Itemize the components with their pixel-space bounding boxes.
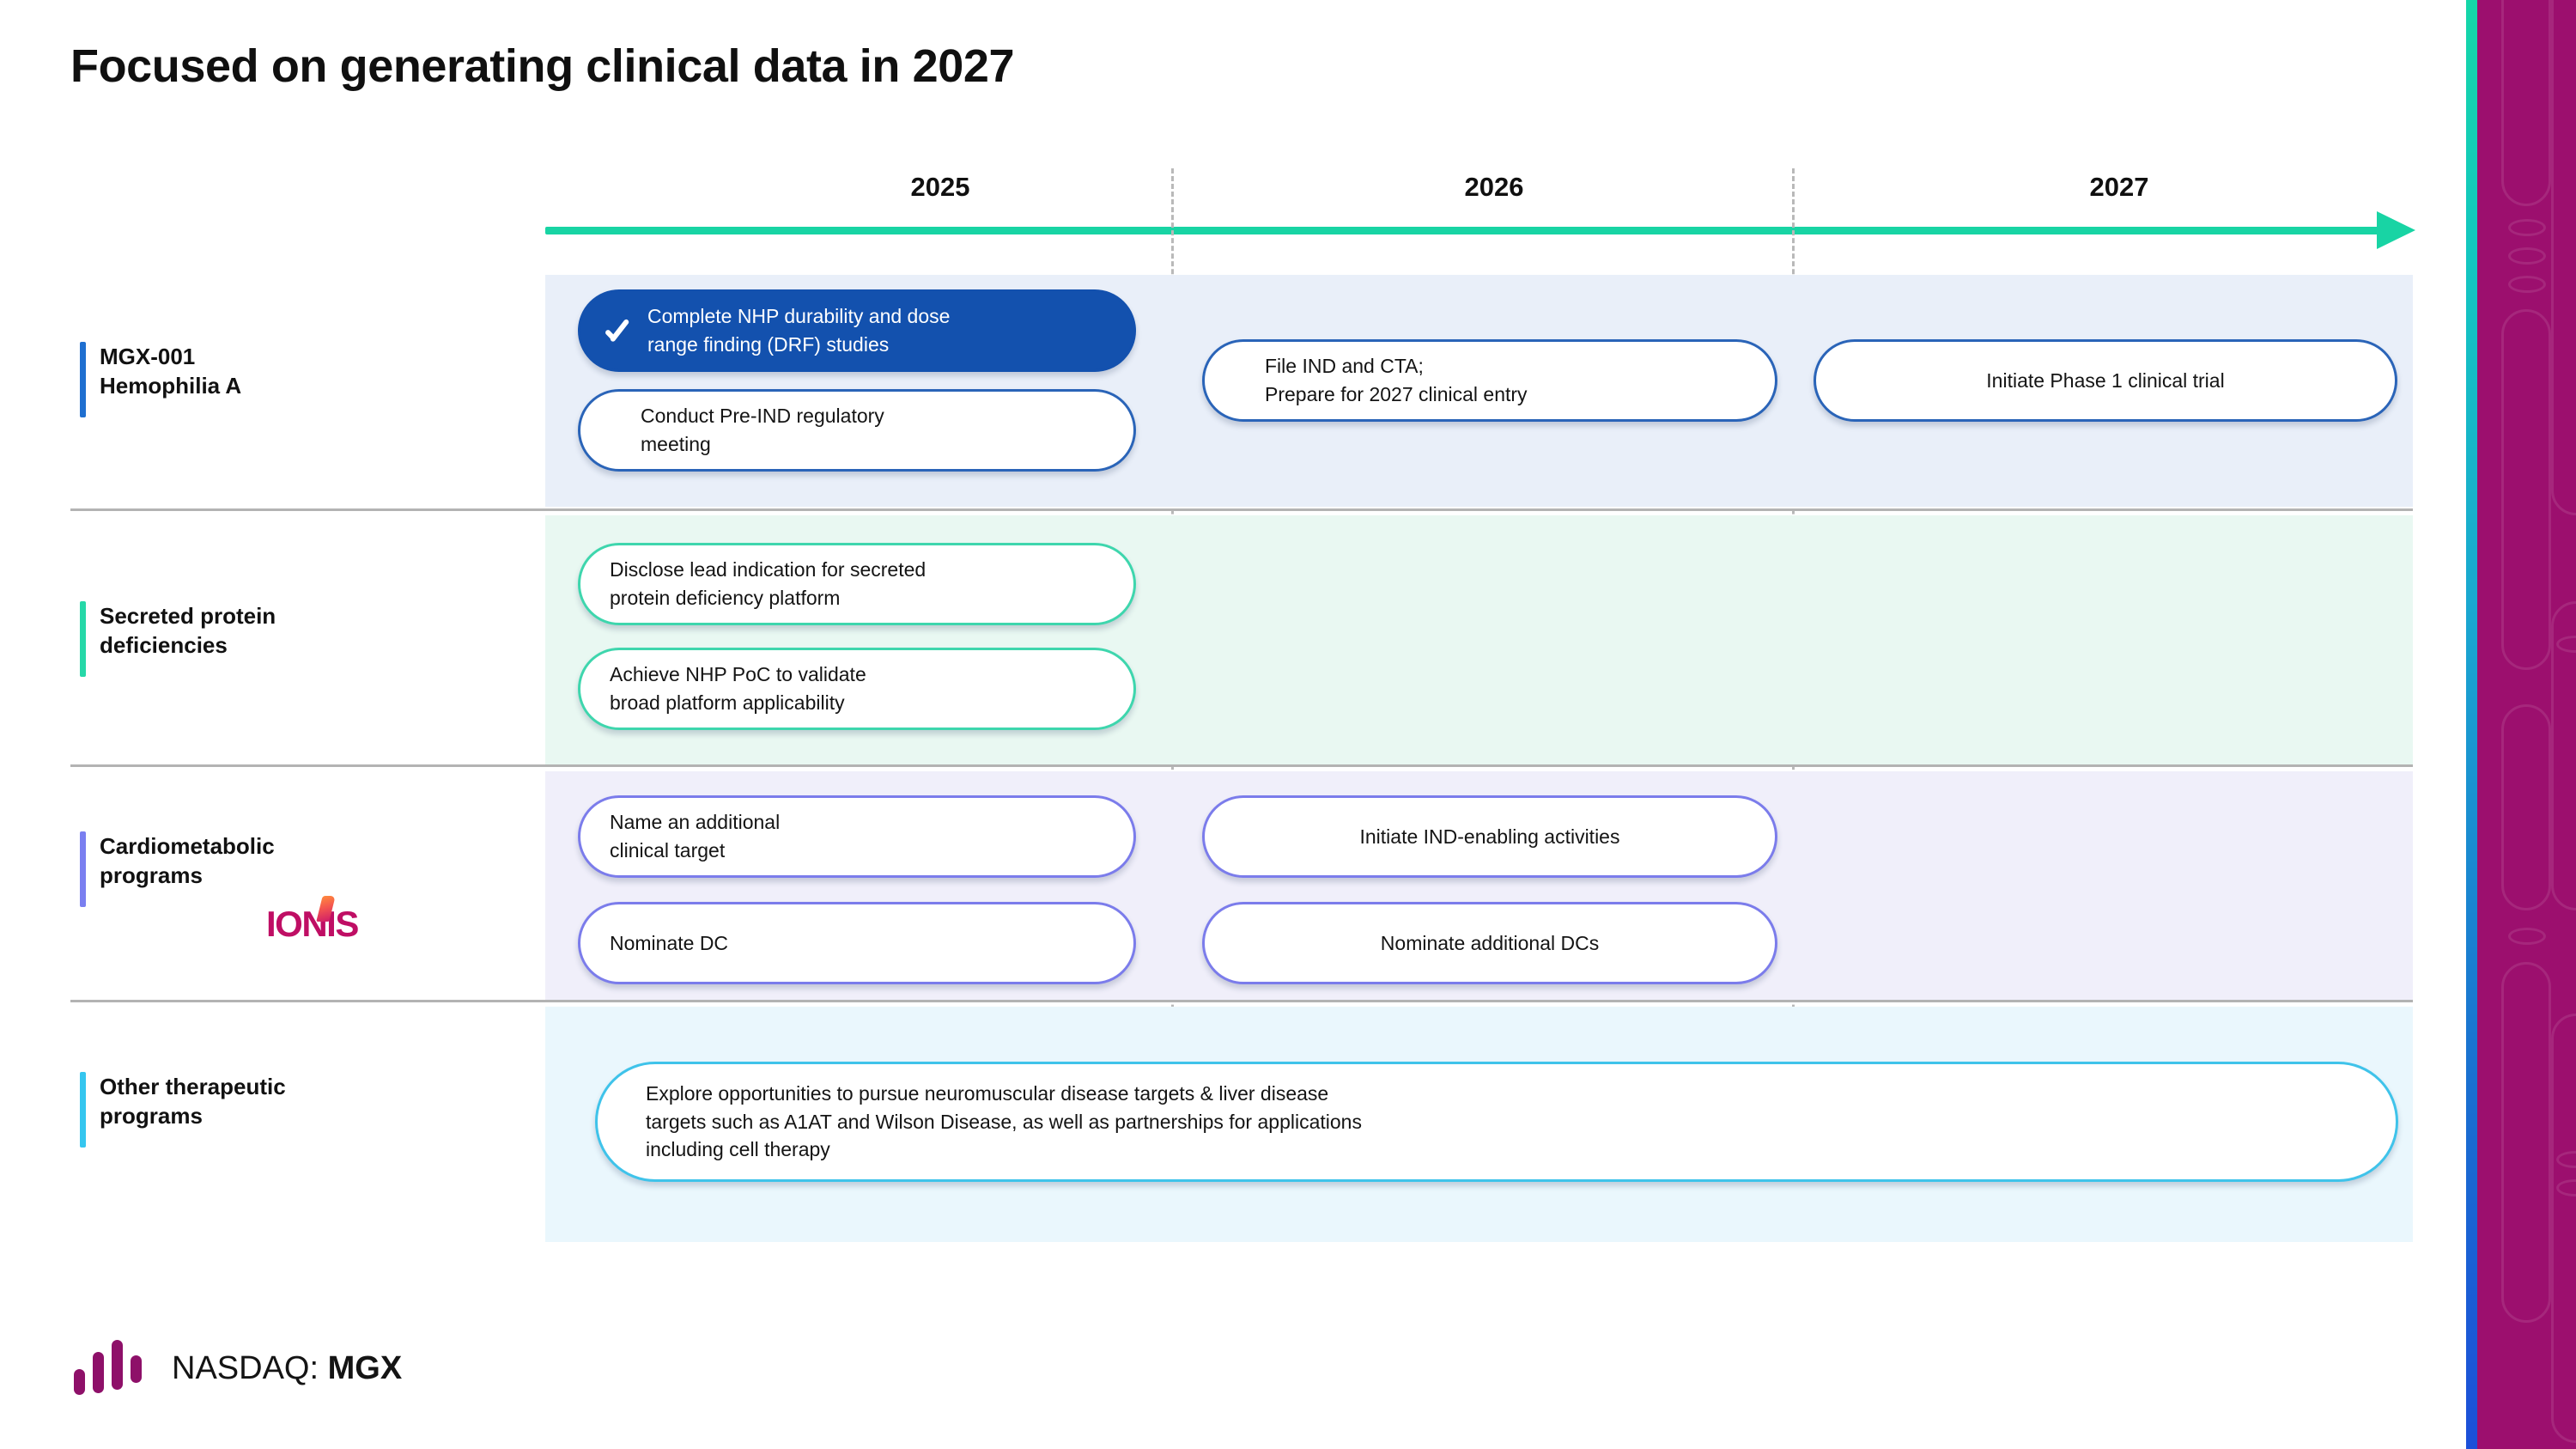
row-accent-bar bbox=[80, 831, 86, 907]
row-label-other-therapeutic-programs: Other therapeutic programs bbox=[80, 1072, 286, 1148]
arrow-right-icon bbox=[2377, 211, 2415, 249]
milestone-pill[interactable]: Achieve NHP PoC to validate broad platfo… bbox=[578, 648, 1136, 730]
edge-gradient-strip bbox=[2466, 0, 2477, 1449]
milestone-text: Achieve NHP PoC to validate broad platfo… bbox=[610, 663, 866, 714]
milestone-text: Complete NHP durability and dose range f… bbox=[647, 305, 951, 356]
milestone-text: Initiate IND-enabling activities bbox=[1359, 825, 1620, 848]
ionis-partner-logo: IONIS bbox=[266, 896, 359, 945]
row-accent-bar bbox=[80, 342, 86, 417]
ionis-logo-text: IONIS bbox=[266, 904, 359, 944]
check-icon bbox=[599, 311, 639, 350]
milestone-pill[interactable]: File IND and CTA; Prepare for 2027 clini… bbox=[1202, 339, 1777, 422]
milestone-pill[interactable]: Complete NHP durability and dose range f… bbox=[578, 289, 1136, 372]
milestone-pill[interactable]: Conduct Pre-IND regulatory meeting bbox=[578, 389, 1136, 472]
ticker-symbol: MGX bbox=[327, 1349, 403, 1386]
milestone-pill[interactable]: Initiate Phase 1 clinical trial bbox=[1814, 339, 2397, 422]
milestone-text: File IND and CTA; Prepare for 2027 clini… bbox=[1265, 355, 1528, 405]
milestone-pill[interactable]: Nominate additional DCs bbox=[1202, 902, 1777, 984]
milestone-pill[interactable]: Disclose lead indication for secreted pr… bbox=[578, 543, 1136, 625]
row-label-text: Secreted protein deficiencies bbox=[100, 603, 276, 659]
footer: NASDAQ: MGX bbox=[74, 1340, 402, 1395]
row-separator-1 bbox=[70, 508, 2413, 511]
nasdaq-bars-icon bbox=[74, 1340, 151, 1395]
row-label-secreted-protein-deficiencies: Secreted protein deficiencies bbox=[80, 601, 276, 677]
milestone-pill[interactable]: Name an additional clinical target bbox=[578, 795, 1136, 878]
milestone-text: Disclose lead indication for secreted pr… bbox=[610, 558, 927, 609]
milestone-text: Name an additional clinical target bbox=[610, 811, 781, 861]
row-separator-2 bbox=[70, 764, 2413, 767]
ticker-label: NASDAQ: MGX bbox=[172, 1350, 402, 1387]
row-accent-bar bbox=[80, 601, 86, 677]
milestone-text: Nominate additional DCs bbox=[1380, 931, 1600, 954]
row-accent-bar bbox=[80, 1072, 86, 1148]
year-label-2026: 2026 bbox=[1464, 172, 1524, 202]
milestone-pill[interactable]: Initiate IND-enabling activities bbox=[1202, 795, 1777, 878]
timeline-axis bbox=[545, 227, 2391, 234]
row-label-text: Cardiometabolic programs bbox=[100, 833, 275, 889]
edge-brand-panel bbox=[2477, 0, 2576, 1449]
milestone-text: Explore opportunities to pursue neuromus… bbox=[646, 1082, 1362, 1161]
milestone-text: Nominate DC bbox=[610, 931, 729, 954]
milestone-pill[interactable]: Nominate DC bbox=[578, 902, 1136, 984]
exchange-name: NASDAQ: bbox=[172, 1349, 328, 1386]
milestone-text: Conduct Pre-IND regulatory meeting bbox=[641, 405, 884, 455]
year-label-2025: 2025 bbox=[910, 172, 970, 202]
row-label-cardiometabolic-programs: Cardiometabolic programs bbox=[80, 831, 275, 907]
year-label-2027: 2027 bbox=[2089, 172, 2149, 202]
milestone-text: Initiate Phase 1 clinical trial bbox=[1986, 368, 2225, 392]
row-label-text: Other therapeutic programs bbox=[100, 1074, 286, 1129]
milestone-pill[interactable]: Explore opportunities to pursue neuromus… bbox=[595, 1062, 2398, 1182]
row-label-text: MGX-001 Hemophilia A bbox=[100, 344, 242, 399]
row-separator-3 bbox=[70, 1000, 2413, 1002]
page-title: Focused on generating clinical data in 2… bbox=[70, 40, 1015, 92]
row-label-mgx-001: MGX-001 Hemophilia A bbox=[80, 342, 241, 417]
